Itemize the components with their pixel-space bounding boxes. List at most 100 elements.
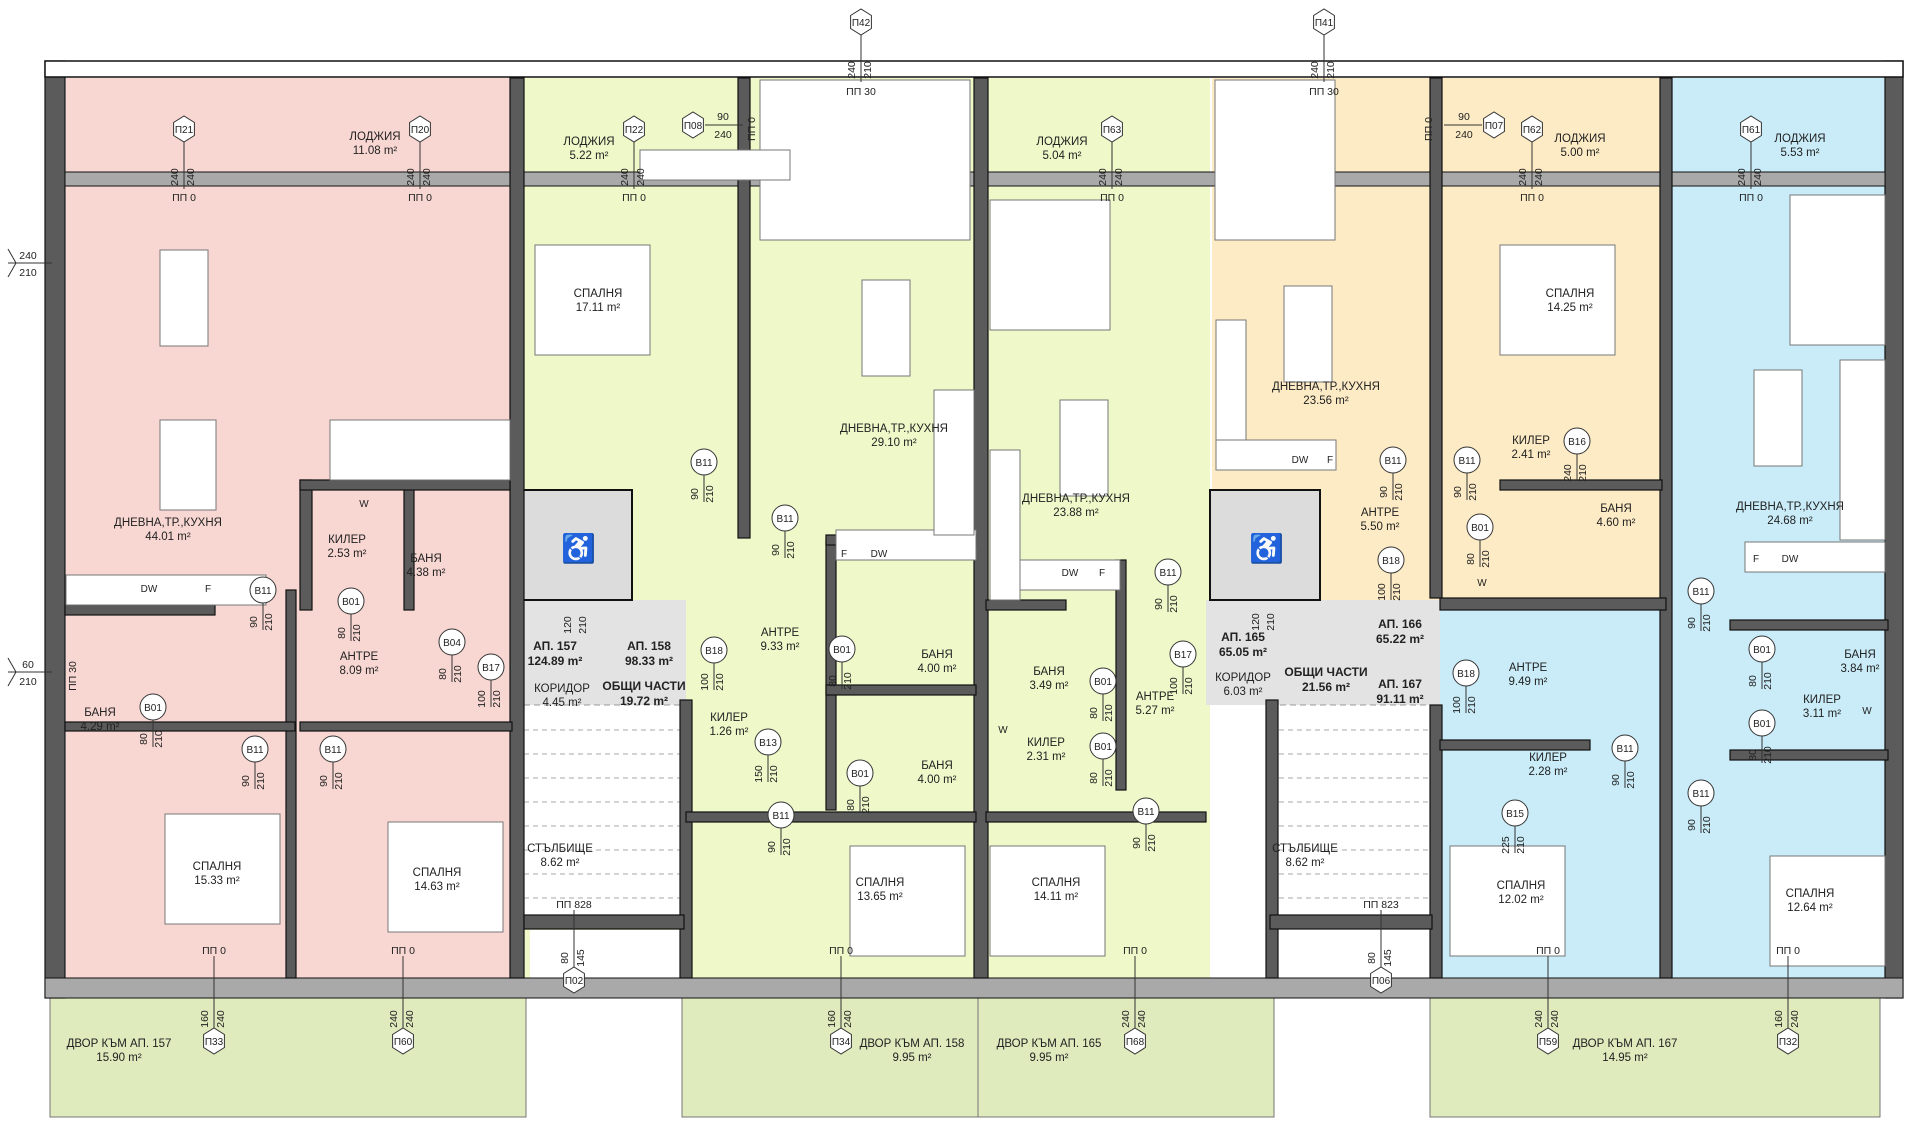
door-dim-width: 80 bbox=[1088, 772, 1100, 784]
room-name: ДВОР КЪМ АП. 157 bbox=[67, 1038, 172, 1050]
room-area: 14.11 m² bbox=[1034, 891, 1079, 903]
room-name: КИЛЕР bbox=[1027, 737, 1065, 749]
room-area: 15.33 m² bbox=[194, 875, 240, 887]
door-dim-width: 225 bbox=[1500, 836, 1512, 854]
wall-h2 bbox=[64, 604, 216, 616]
window-dim-width: 240 bbox=[1120, 1010, 1132, 1028]
room-area: 15.90 m² bbox=[96, 1052, 142, 1064]
wall-h8 bbox=[985, 811, 1207, 823]
door-tag-circle-icon bbox=[1169, 640, 1197, 668]
common-area-value: 19.72 m² bbox=[620, 694, 668, 708]
room-name: ДНЕВНА,ТР.,КУХНЯ bbox=[1022, 493, 1130, 505]
facade-bottom bbox=[44, 977, 1904, 999]
door-dim-height: 210 bbox=[1762, 672, 1774, 690]
door-dim-height: 210 bbox=[768, 765, 780, 783]
bed bbox=[989, 845, 1106, 957]
bed bbox=[1769, 855, 1886, 967]
window-sill-height: ПП 0 bbox=[1423, 117, 1435, 141]
window-dim-width: 60 bbox=[22, 659, 34, 671]
window-dim-height: 240 bbox=[404, 1010, 416, 1028]
door-tag-circle-icon bbox=[477, 653, 505, 681]
appliance-label: F bbox=[205, 584, 211, 595]
window-dim-height: 240 bbox=[185, 168, 197, 186]
appliance-label: F bbox=[1099, 568, 1105, 579]
room-area: 3.84 m² bbox=[1841, 663, 1880, 675]
door-tag-id: B01 bbox=[1094, 677, 1112, 688]
sofa bbox=[639, 149, 791, 181]
apartment-area: 98.33 m² bbox=[625, 654, 673, 668]
room-area: 23.88 m² bbox=[1053, 507, 1099, 519]
door-tag-id: B11 bbox=[1458, 456, 1475, 467]
door-tag-id: B11 bbox=[324, 745, 341, 756]
room-name: КИЛЕР bbox=[1529, 752, 1567, 764]
room-area: 44.01 m² bbox=[145, 531, 191, 543]
door-dim-height: 210 bbox=[255, 772, 267, 790]
appliance-label: W bbox=[1477, 578, 1487, 589]
yard-apt158 bbox=[681, 997, 979, 1118]
sofa bbox=[1214, 79, 1336, 241]
walls bbox=[44, 60, 1904, 999]
room-area: 2.31 m² bbox=[1027, 751, 1066, 763]
